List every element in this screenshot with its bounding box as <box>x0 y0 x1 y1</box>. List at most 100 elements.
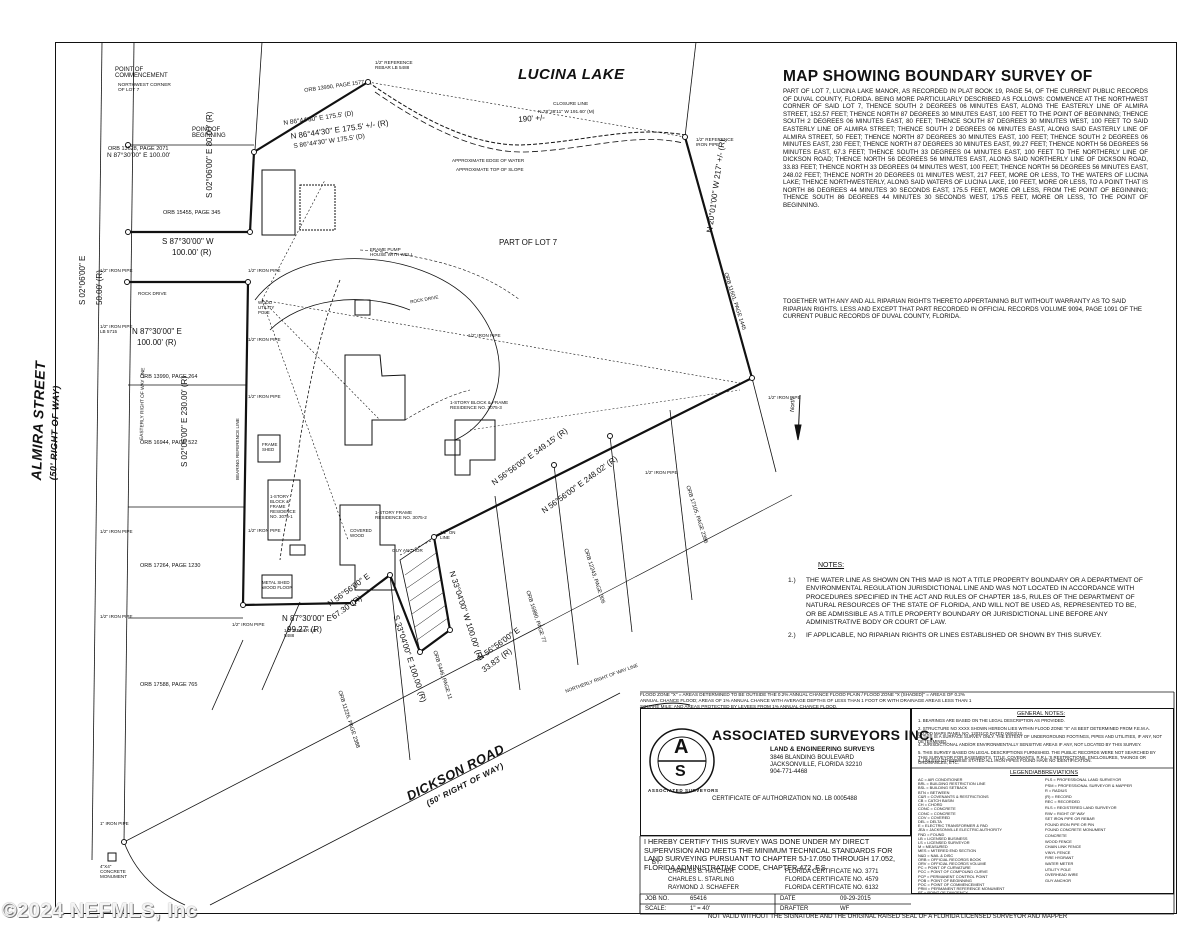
company-address: 3846 BLANDING BOULEVARD JACKSONVILLE, FL… <box>770 755 862 777</box>
general-note-item: 2. STRUCTURE NO XXXX SHOWN HEREON LIES W… <box>918 726 1150 736</box>
legend-item: WOOD FENCE <box>1045 838 1072 844</box>
frame-shed-label: FRAME SHED <box>262 442 278 452</box>
legend-item: SET IRON PIPE OR REBAR <box>1045 816 1095 822</box>
iron-pipe-label: 1/2" IRON PIPE <box>100 529 133 534</box>
frame-pump-label: FRAME PUMP HOUSE WITH WELL <box>370 247 414 257</box>
iron-pipe-label: 1/2" IRON PIPE <box>248 268 281 273</box>
bearing-label: 50.00' (R) <box>95 270 104 305</box>
block-residence-3-label: 1-STORY BLOCK & FRAME RESIDENCE NO. 3075… <box>450 400 509 410</box>
legend-item: PSM = PROFESSIONAL SURVEYOR & MAPPER <box>1045 782 1133 788</box>
bearing-label: S 02°06'00" E <box>78 255 87 305</box>
survey-border <box>55 42 1177 914</box>
dickson-north-line <box>123 623 546 843</box>
orb-label: ORB 15455, PAGE 345 <box>163 210 221 216</box>
iron-pipe-label: 1/2" IRON PIPE <box>100 268 133 273</box>
legend-item: PCC = POINT OF COMPOUND CURVE <box>918 869 988 875</box>
bearing-label: 100.00' (R) <box>137 338 177 347</box>
hatch <box>404 552 449 641</box>
poc-sub: NORTHWEST CORNER OF LOT 7 <box>118 83 171 93</box>
iron-pipe-label: 1/2" IRON PIPE <box>232 622 265 627</box>
bearing-label: N 87°30'00" E <box>282 614 332 623</box>
top-slope-label: APPROXIMATE TOP OF SLOPE <box>456 167 524 172</box>
legend-item: VINYL FENCE <box>1045 849 1071 855</box>
legend-item: N&D = NAIL & DISC <box>918 852 954 858</box>
bearing-label: N 87°30'00" E <box>132 327 182 336</box>
legend-item: LS = LICENSED SURVEYOR <box>918 840 970 845</box>
legend-item: MES = MITERED END SECTION <box>918 848 977 854</box>
bearing-label: S 02°06'00" E 80.00' (R) <box>205 111 214 198</box>
iron-pipe-label: 1/2" IRON PIPE LB 5715 <box>100 324 133 334</box>
legend-item: REC = RECORDED <box>1045 799 1080 805</box>
scale-label: SCALE: <box>645 906 667 912</box>
drafter-label: DRAFTER <box>780 906 809 912</box>
bearing-label: N 87°30'00" E 100.00' <box>107 152 171 159</box>
logo-letter-s: S <box>675 763 686 780</box>
rock-drive-label: ROCK DRIVE <box>138 291 167 296</box>
general-notes-heading: GENERAL NOTES: <box>1017 711 1066 717</box>
logo-ring-text: ASSOCIATED SURVEYORS <box>648 788 719 793</box>
company-logo <box>649 728 715 794</box>
lake-name: LUCINA LAKE <box>518 66 625 83</box>
concrete-monument-label: 4"X4" CONCRETE MONUMENT <box>100 864 128 879</box>
iron-pipe-label: 1/2" IRON PIPE <box>248 337 281 342</box>
legend-item: ORB = OFFICIAL RECORDS BOOK <box>918 856 982 862</box>
legend-item: R/W = RIGHT OF WAY <box>1045 810 1086 816</box>
on-line-label: 1/2" ON LINE <box>440 530 456 540</box>
company-subtitle: LAND & ENGINEERING SURVEYS <box>770 746 875 753</box>
orb-label: ORB 17264, PAGE 1230 <box>140 563 201 569</box>
general-note-item: 4. JURISDICTIONAL AND/OR ENVIRONMENTALLY… <box>918 742 1142 747</box>
general-notes-box <box>911 708 1174 894</box>
note-1-text: THE WATER LINE AS SHOWN ON THIS MAP IS N… <box>806 577 1143 627</box>
poc-label: POINT OF COMMENCEMENT <box>115 67 168 79</box>
legend-item: DEL = DELTA <box>918 819 942 824</box>
surveyor-1-name: CHARLES B. HATCHER <box>668 869 734 875</box>
job-label: JOB NO. <box>645 896 670 902</box>
metal-shed-label: METAL SHED WOOD FLOOR <box>262 580 293 590</box>
note-2-num: 2.) <box>788 632 796 639</box>
iron-pipe-label: 1/2" IRON PIPE <box>248 528 281 533</box>
legend-item: FOUND CONCRETE MONUMENT <box>1045 827 1106 833</box>
legend-item: FIRE HYDRANT <box>1045 855 1074 861</box>
legend-item: CH = CHORD <box>918 802 943 808</box>
surveyor-2-name: CHARLES L. STARLING <box>668 877 735 883</box>
legend-heading: LEGEND/ABBREVIATIONS <box>1010 770 1079 776</box>
legend-item: PT = POINT OF TANGENCY <box>918 890 968 896</box>
date-label: DATE <box>780 896 796 902</box>
legend-item: RLS = REGISTERED LAND SURVEYOR <box>1045 805 1117 810</box>
legend-item: CB = CATCH BASIN <box>918 798 954 803</box>
legend-item: OVERHEAD WIRE <box>1045 872 1079 878</box>
orb-label: ORB 13990, PAGE 264 <box>140 374 198 380</box>
reference-rebar: 1/2" REFERENCE REBAR LB 5488 <box>375 60 413 70</box>
legend-item: E = ELECTRIC TRANSFORMER & PAD <box>918 823 988 829</box>
bearing-label: 190' +/- <box>518 113 546 124</box>
legend-item: BRL = BUILDING RESTRICTION LINE <box>918 781 986 787</box>
iron-pipe-label: 1" IRON PIPE <box>100 821 129 826</box>
legend-item: R = RADIUS <box>1045 788 1067 794</box>
company-phone: 904-771-4468 <box>770 769 808 776</box>
legend-item: POB = POINT OF BEGINNING <box>918 877 972 883</box>
north-arrow <box>794 394 802 441</box>
legend-item: WATER METER <box>1045 861 1074 866</box>
iron-pipe-label: 1/2" IRON PIPE <box>100 614 133 619</box>
general-note-item: 6. UNLESS OTHERWISE STATED ALL IRON PIPE… <box>918 758 1092 763</box>
logo-letter-a: A <box>674 736 689 758</box>
legend-item: CONC = CONCRETE <box>918 806 956 812</box>
legend-item: ORV = OFFICIAL RECORDS VOLUME <box>918 861 987 866</box>
legend-item: PLS = PROFESSIONAL LAND SURVEYOR <box>1045 777 1122 782</box>
legend-item: BTN = BETWEEN <box>918 789 950 795</box>
by-label: BY: <box>652 860 662 866</box>
bearing-label: S 02°06'00" E 230.00' (R) <box>180 376 189 467</box>
page-title: MAP SHOWING BOUNDARY SURVEY OF <box>783 68 1093 85</box>
legend-item: (R) = RECORD <box>1045 793 1072 799</box>
legend-item: AC = AIR CONDITIONER <box>918 777 963 782</box>
surveyor-1-cert: FLORIDA CERTIFICATE NO. 3771 <box>785 869 879 875</box>
water-edge-label: APPROXIMATE EDGE OF WATER <box>452 158 525 163</box>
orb-label: ORB 13628, PAGE 2071 <box>108 146 169 152</box>
bearing-label: 100.00' (R) <box>172 248 212 257</box>
watermark-logo: ©2024 NEFMLS, Inc <box>2 900 198 922</box>
legend-item: UTILITY POLE <box>1045 866 1071 872</box>
legend-item: GUY ANCHOR <box>1045 877 1072 883</box>
legend-item: CONCRETE <box>1045 833 1067 838</box>
legend-item: CONC = CONCRETE <box>918 810 956 816</box>
